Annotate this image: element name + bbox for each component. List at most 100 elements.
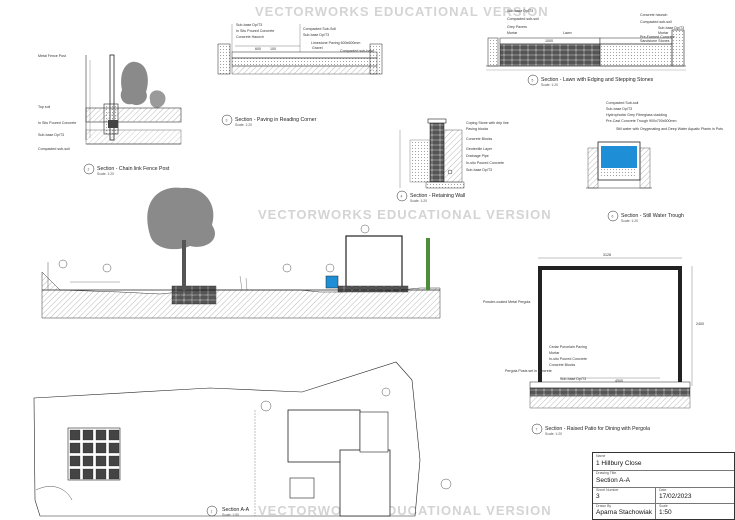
svg-text:Cedar Porcelain Paving: Cedar Porcelain Paving [549, 345, 587, 349]
svg-text:Sub-base Dp/T3: Sub-base Dp/T3 [303, 33, 329, 37]
svg-text:In Situ Poured Concrete: In Situ Poured Concrete [236, 29, 274, 33]
svg-text:3: 3 [226, 119, 228, 123]
svg-text:In-situ Poured Concrete: In-situ Poured Concrete [549, 357, 587, 361]
title-block-drawing-caption: Drawing Title [596, 471, 617, 475]
svg-text:Concrete haunch: Concrete haunch [640, 13, 667, 17]
svg-text:4500: 4500 [615, 379, 623, 383]
section-paving-title: 3 Section - Paving in Reading Corner Sca… [221, 114, 317, 127]
svg-text:Sandstone Stones: Sandstone Stones [640, 39, 670, 43]
svg-text:In-situ Poured Concrete: In-situ Poured Concrete [466, 161, 504, 165]
fence-label-concrete: In Situ Poured Concrete [38, 121, 76, 125]
svg-text:Concrete Haunch: Concrete Haunch [236, 35, 264, 39]
svg-text:Scale: 1:20: Scale: 1:20 [410, 199, 427, 203]
svg-text:600: 600 [255, 47, 261, 51]
svg-text:Sub-base Dp/T3: Sub-base Dp/T3 [560, 377, 586, 381]
svg-text:1: 1 [211, 510, 213, 514]
section-lawn-title: 5 Section - Lawn with Edging and Steppin… [527, 74, 654, 87]
section-trough-title: 6 Section - Still Water Trough Scale: 1:… [607, 210, 684, 223]
section-wall-title: 4 Section - Retaining Wall Scale: 1:20 [396, 190, 465, 203]
section-aa-title: 1 Section A-A Scale: 1:50 [206, 505, 250, 517]
section-fence-title: 2 Section - Chain link Fence Post Scale:… [83, 163, 170, 176]
svg-text:Section A-A: Section A-A [222, 507, 250, 513]
site-plan [33, 361, 452, 517]
svg-text:Compacted sub-base: Compacted sub-base [340, 49, 374, 53]
section-pergola-drawing [529, 257, 693, 409]
svg-text:Section - Chain link Fence Pos: Section - Chain link Fence Post [97, 166, 170, 172]
svg-text:Scale: 1:20: Scale: 1:20 [545, 432, 562, 436]
svg-text:Gravel: Gravel [312, 46, 323, 50]
svg-text:Powder-coated Metal Pergola: Powder-coated Metal Pergola [483, 300, 530, 304]
svg-text:Scale: 1:50: Scale: 1:50 [222, 513, 239, 517]
svg-text:Scale: 1:20: Scale: 1:20 [541, 83, 558, 87]
title-block-date-caption: Date [659, 488, 667, 492]
section-wall-drawing [399, 118, 465, 189]
svg-text:Paving blocks: Paving blocks [466, 127, 488, 131]
title-block: Name 1 Hillbury Close Drawing Title Sect… [592, 452, 735, 520]
svg-text:Section - Retaining Wall: Section - Retaining Wall [410, 193, 465, 199]
svg-text:Compacted Sub-soil: Compacted Sub-soil [606, 101, 639, 105]
svg-text:Drainage Pipe: Drainage Pipe [466, 154, 489, 158]
svg-text:Pre-Cast Concrete Trough 900x7: Pre-Cast Concrete Trough 900x700x500mm [606, 119, 677, 123]
title-block-sheet-caption: Sheet Number [596, 488, 619, 492]
svg-text:Section - Paving in Reading Co: Section - Paving in Reading Corner [235, 117, 317, 123]
svg-text:Sub-base Dp/T3: Sub-base Dp/T3 [466, 168, 492, 172]
fence-label-subsoil: Compacted sub-soil [38, 147, 70, 151]
svg-text:Section - Raised Patio for Din: Section - Raised Patio for Dining with P… [545, 426, 650, 432]
svg-text:Hydrophobic Grey Fibreglass cl: Hydrophobic Grey Fibreglass cladding [606, 113, 667, 117]
svg-text:7: 7 [536, 428, 538, 432]
svg-text:Mortar: Mortar [507, 31, 518, 35]
svg-text:Mortar: Mortar [658, 31, 669, 35]
section-aa-elevation [41, 187, 441, 319]
section-fence-drawing [85, 54, 182, 145]
title-block-drawn-caption: Drawn By [596, 504, 612, 508]
fence-label-post: Metal Fence Post [38, 54, 66, 58]
svg-text:Sub-base Dp/T3: Sub-base Dp/T3 [658, 26, 684, 30]
svg-text:Scale: 1:20: Scale: 1:20 [97, 172, 114, 176]
fence-label-topsoil: Top soil [38, 105, 50, 109]
watermark-bottom: VECTORWORKS EDUCATIONAL VERSION [258, 503, 552, 518]
section-pergola-title: 7 Section - Raised Patio for Dining with… [531, 423, 650, 436]
svg-text:6: 6 [612, 215, 614, 219]
svg-text:Scale: 1:20: Scale: 1:20 [235, 123, 252, 127]
title-block-scale: 1:50 [659, 509, 672, 516]
svg-text:Coping Stone with drip line: Coping Stone with drip line [466, 121, 509, 125]
svg-text:Concrete Blocks: Concrete Blocks [549, 363, 575, 367]
watermark-top: VECTORWORKS EDUCATIONAL VERSION [255, 4, 549, 19]
svg-text:4: 4 [401, 195, 403, 199]
title-block-sheet: 3 [596, 493, 600, 500]
section-paving-drawing [217, 24, 383, 75]
svg-text:1000: 1000 [545, 39, 553, 43]
svg-text:Sub-base Dp/T3: Sub-base Dp/T3 [236, 23, 262, 27]
section-trough-drawing [586, 141, 652, 189]
svg-text:5: 5 [532, 79, 534, 83]
svg-text:Scale: 1:20: Scale: 1:20 [621, 219, 638, 223]
title-block-date: 17/02/2023 [659, 493, 692, 500]
svg-text:Grey Pavers: Grey Pavers [507, 25, 527, 29]
svg-text:Pre-Formed Concrete: Pre-Formed Concrete [640, 35, 675, 39]
svg-text:3128: 3128 [603, 253, 611, 257]
svg-text:Compacted sub-soil: Compacted sub-soil [507, 17, 539, 21]
svg-text:Compacted sub-soil: Compacted sub-soil [640, 20, 672, 24]
svg-text:100: 100 [270, 47, 276, 51]
section-lawn-drawing [486, 29, 686, 71]
svg-text:Mortar: Mortar [549, 351, 560, 355]
svg-text:Lawn: Lawn [563, 31, 572, 35]
title-block-name: 1 Hillbury Close [596, 460, 642, 467]
title-block-name-caption: Name [596, 454, 606, 458]
svg-text:Section - Still Water Trough: Section - Still Water Trough [621, 213, 684, 219]
title-block-scale-caption: Scale [659, 504, 668, 508]
svg-text:Sub-base Dp/T3: Sub-base Dp/T3 [507, 9, 533, 13]
fence-label-subbase: Sub-base Dp/T3 [38, 133, 64, 137]
svg-text:Limestone Paving 600x600mm: Limestone Paving 600x600mm [311, 41, 360, 45]
watermark-middle: VECTORWORKS EDUCATIONAL VERSION [258, 207, 552, 222]
svg-text:Compacted Sub-Soil: Compacted Sub-Soil [303, 27, 336, 31]
svg-text:Sub-base Dp/T3: Sub-base Dp/T3 [606, 107, 632, 111]
svg-text:2: 2 [88, 168, 90, 172]
svg-text:Section - Lawn with Edging and: Section - Lawn with Edging and Stepping … [541, 77, 654, 83]
title-block-drawing: Section A-A [596, 477, 630, 484]
svg-text:Concrete Blocks: Concrete Blocks [466, 137, 492, 141]
svg-text:Still water with Oxygenating a: Still water with Oxygenating and Deep Wa… [616, 127, 723, 131]
svg-text:Pergola Posts set in concrete: Pergola Posts set in concrete [505, 369, 552, 373]
